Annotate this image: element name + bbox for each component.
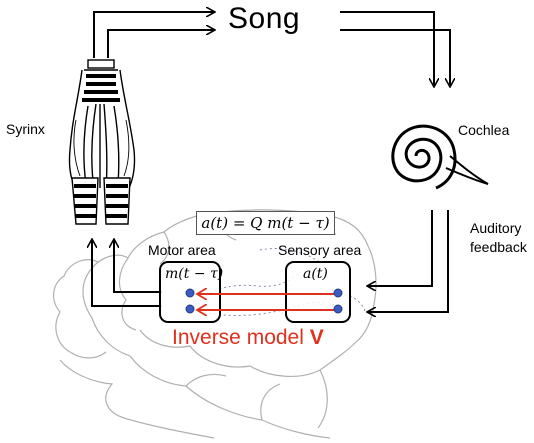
sensory-neuron-dot (333, 304, 343, 314)
inverse-model-symbol: V (309, 326, 324, 349)
auditory-feedback-arrows (368, 210, 449, 312)
motor-neuron-dot (185, 304, 195, 314)
auditory-feedback-label-line1: Auditory (470, 220, 522, 236)
motor-signal: m(t − τ) (165, 266, 224, 282)
inverse-model-text: Inverse model (172, 326, 310, 349)
forward-model-equation: a(t) = Q m(t − τ) (196, 211, 335, 235)
sensory-neuron-dot (333, 288, 343, 298)
motor-neuron-dot (185, 288, 195, 298)
cochlea-label: Cochlea (458, 122, 510, 138)
syrinx-label: Syrinx (6, 121, 45, 137)
inverse-model-arrows (198, 294, 334, 310)
sensory-area-label: Sensory area (278, 242, 362, 258)
song-arrows (93, 12, 450, 86)
cochlea-illustration (391, 124, 489, 190)
motor-area-label: Motor area (148, 242, 216, 258)
auditory-feedback-label-line2: feedback (470, 239, 527, 255)
sensory-signal: a(t) (303, 266, 328, 282)
motor-output-arrows (92, 240, 162, 307)
syrinx-illustration (68, 59, 136, 225)
song-title: Song (228, 2, 301, 35)
inverse-model-label: Inverse model V (172, 326, 324, 350)
